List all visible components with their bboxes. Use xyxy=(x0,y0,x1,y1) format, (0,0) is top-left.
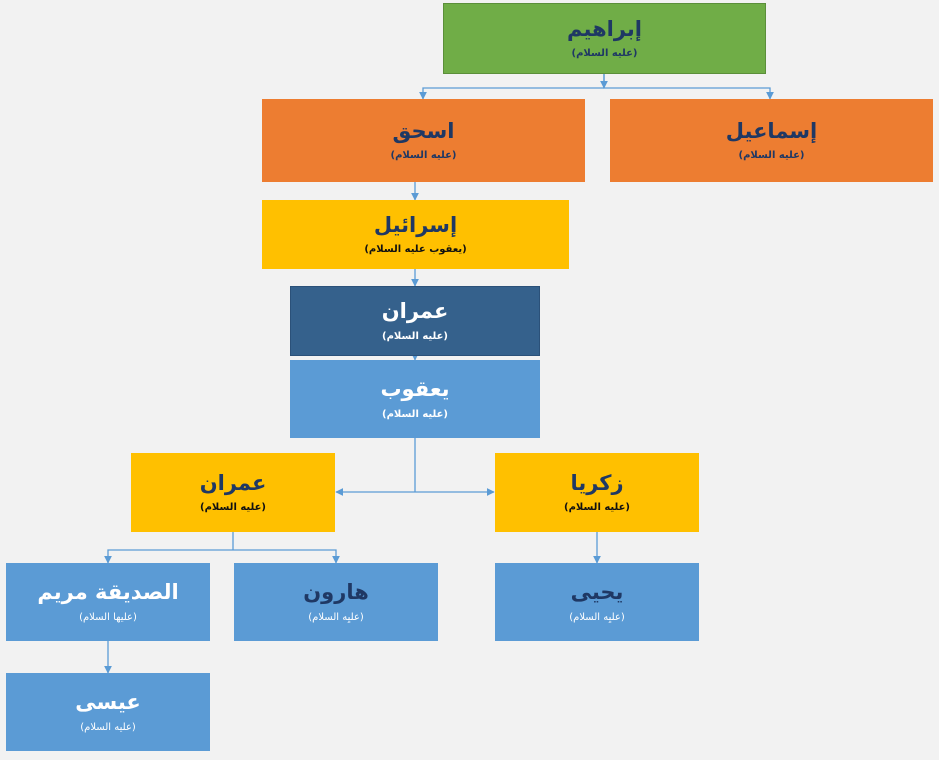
node-ismail: إسماعيل (عليه السلام) xyxy=(610,99,933,182)
node-yahya-title: (عليِه السلام) xyxy=(569,611,625,623)
node-harun: هارون (عليِه السلام) xyxy=(234,563,438,641)
node-zakariya: زكريا (عليه السلام) xyxy=(495,453,699,532)
node-ismail-name: إسماعيل xyxy=(725,118,818,143)
node-ishaq-title: (عليه السلام) xyxy=(390,150,457,162)
node-ishaq-name: اسحق xyxy=(392,118,455,143)
node-imran-title: (عليه السلام) xyxy=(200,502,266,514)
edge-imran2-harun xyxy=(233,549,340,564)
edge-ibrahim-ismail xyxy=(603,74,774,100)
node-ibrahim-title: (عليه السلام) xyxy=(571,48,638,60)
node-harun-title: (عليِه السلام) xyxy=(308,611,364,623)
node-maryam: الصديقة مريم (عليها السلام) xyxy=(6,563,210,641)
node-yahya: يحيى (عليِه السلام) xyxy=(495,563,699,641)
node-imran: عمران (عليه السلام) xyxy=(131,453,335,532)
node-ibrahim: إبراهيم (عليه السلام) xyxy=(443,3,766,74)
node-ismail-title: (عليه السلام) xyxy=(738,150,805,162)
node-yahya-name: يحيى xyxy=(570,580,624,605)
node-maryam-title: (عليها السلام) xyxy=(79,611,137,623)
node-imran-father: عمران (عليه السلام) xyxy=(290,286,540,356)
edge-ibrahim-ishaq xyxy=(419,87,604,100)
node-ishaq: اسحق (عليه السلام) xyxy=(262,99,585,182)
node-zakariya-title: (عليه السلام) xyxy=(564,502,630,514)
node-imran-father-title: (عليه السلام) xyxy=(382,330,448,342)
node-ibrahim-name: إبراهيم xyxy=(567,16,642,41)
node-isa-title: (عليه السلام) xyxy=(80,721,136,733)
node-israil-name: إسرائيل xyxy=(373,212,458,237)
node-isa-name: عيسى xyxy=(75,690,141,715)
node-isa: عيسى (عليه السلام) xyxy=(6,673,210,751)
node-yaqub-title: (عليه السلام) xyxy=(382,408,448,420)
node-zakariya-name: زكريا xyxy=(570,470,624,495)
node-israil-title: (يعقوب عليه السلام) xyxy=(364,244,467,256)
node-israil: إسرائيل (يعقوب عليه السلام) xyxy=(262,200,569,269)
node-yaqub: يعقوب (عليه السلام) xyxy=(290,360,540,438)
node-imran-father-name: عمران xyxy=(381,299,449,324)
node-imran-name: عمران xyxy=(199,470,267,495)
node-maryam-name: الصديقة مريم xyxy=(37,580,179,605)
edge-imran2-maryam xyxy=(104,549,233,564)
node-yaqub-name: يعقوب xyxy=(380,377,450,402)
node-harun-name: هارون xyxy=(303,580,369,605)
